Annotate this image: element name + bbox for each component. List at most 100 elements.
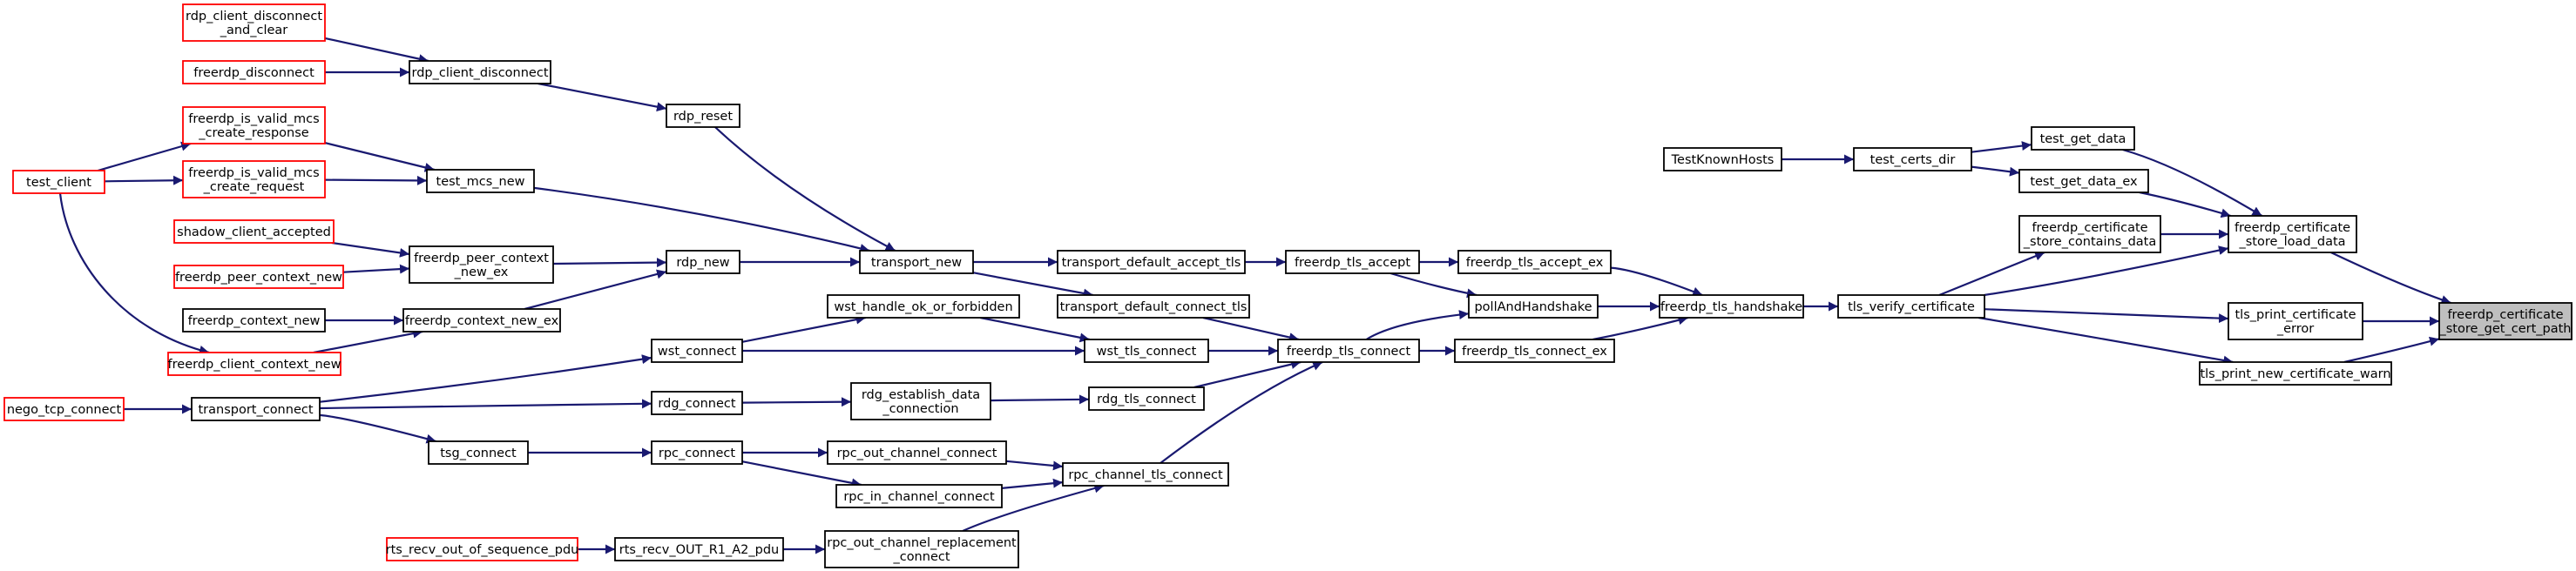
node-box-fdisc bbox=[182, 60, 326, 84]
node-TestKnownHosts[interactable]: TestKnownHosts bbox=[1663, 147, 1782, 171]
node-print_err[interactable]: tls_print_certificate_error bbox=[2228, 302, 2363, 340]
node-box-load_data bbox=[2228, 215, 2357, 253]
node-label-print_err-line-0: tls_print_certificate bbox=[2235, 308, 2356, 322]
node-test_certs_dir[interactable]: test_certs_dir bbox=[1853, 147, 1972, 171]
node-rpc_connect[interactable]: rpc_connect bbox=[651, 440, 743, 465]
node-shadow[interactable]: shadow_client_accepted bbox=[173, 219, 335, 244]
edge-load_data-to-root bbox=[2330, 252, 2451, 305]
node-test_get_data[interactable]: test_get_data bbox=[2031, 126, 2135, 151]
node-root[interactable]: freerdp_certificate_store_get_cert_path bbox=[2438, 302, 2573, 340]
edge-transport_new-to-tdc_tls bbox=[972, 272, 1093, 299]
node-load_data[interactable]: freerdp_certificate_store_load_data bbox=[2228, 215, 2357, 253]
edge-rdp_cd-to-rdp_reset bbox=[538, 82, 667, 112]
node-transport_connect[interactable]: transport_connect bbox=[191, 397, 321, 421]
node-wst_tls[interactable]: wst_tls_connect bbox=[1084, 339, 1209, 363]
node-label-accept_ex: freerdp_tls_accept_ex bbox=[1466, 256, 1604, 270]
node-poll[interactable]: pollAndHandshake bbox=[1468, 294, 1599, 319]
node-box-connect_ex bbox=[1454, 339, 1615, 363]
node-rts_oos[interactable]: rts_recv_out_of_sequence_pdu bbox=[386, 537, 579, 561]
node-label-tda_tls: transport_default_accept_tls bbox=[1062, 256, 1241, 270]
node-label-transport_connect: transport_connect bbox=[198, 403, 313, 417]
node-tls_accept[interactable]: freerdp_tls_accept bbox=[1285, 250, 1420, 274]
node-label-test_get_data_ex: test_get_data_ex bbox=[2030, 175, 2138, 189]
node-test_get_data_ex[interactable]: test_get_data_ex bbox=[2018, 169, 2149, 193]
node-rpc_tls[interactable]: rpc_channel_tls_connect bbox=[1062, 462, 1229, 487]
node-tls_connect[interactable]: freerdp_tls_connect bbox=[1277, 339, 1420, 363]
edge-transport_connect-to-tsg_connect bbox=[319, 413, 436, 444]
node-box-tls_accept bbox=[1285, 250, 1420, 274]
node-test_mcs_new[interactable]: test_mcs_new bbox=[426, 169, 535, 193]
node-label-transport_new: transport_new bbox=[871, 256, 962, 270]
node-label-wst_handle: wst_handle_ok_or_forbidden bbox=[834, 300, 1012, 314]
node-rpc_out_ch[interactable]: rpc_out_channel_connect bbox=[827, 440, 1007, 465]
node-wst_connect[interactable]: wst_connect bbox=[651, 339, 743, 363]
node-label-rpc_out_repl-line-0: rpc_out_channel_replacement bbox=[827, 536, 1017, 550]
node-verify[interactable]: tls_verify_certificate bbox=[1837, 294, 1985, 319]
node-rpc_out_repl[interactable]: rpc_out_channel_replacement_connect bbox=[824, 530, 1019, 568]
node-fdisc[interactable]: freerdp_disconnect bbox=[182, 60, 326, 84]
node-wst_handle[interactable]: wst_handle_ok_or_forbidden bbox=[827, 294, 1020, 319]
node-box-accept_ex bbox=[1457, 250, 1612, 274]
node-label-rpc_out_ch: rpc_out_channel_connect bbox=[837, 447, 997, 460]
edge-rpc_out_ch-to-rpc_tls bbox=[1005, 460, 1064, 471]
node-print_new[interactable]: tls_print_new_certificate_warn bbox=[2199, 361, 2392, 386]
edge-rdg_tls-to-tls_connect bbox=[1193, 359, 1302, 389]
node-label-handshake: freerdp_tls_handshake bbox=[1660, 300, 1802, 314]
node-transport_new[interactable]: transport_new bbox=[859, 250, 974, 274]
node-label-contains-line-1: _store_contains_data bbox=[2023, 235, 2156, 249]
edge-verify-to-load_data bbox=[1984, 245, 2229, 297]
node-label-rdp_new: rdp_new bbox=[676, 256, 729, 270]
node-test_client[interactable]: test_client bbox=[12, 170, 105, 194]
node-box-test_get_data_ex bbox=[2018, 169, 2149, 193]
node-rts_recv[interactable]: rts_recv_OUT_R1_A2_pdu bbox=[614, 537, 784, 561]
node-label-peer_ctx_ex-line-0: freerdp_peer_context bbox=[414, 252, 549, 265]
node-ctx_new_ex[interactable]: freerdp_context_new_ex bbox=[402, 308, 561, 333]
edge-valid_req-to-test_mcs_new bbox=[324, 175, 428, 185]
node-rdp_new[interactable]: rdp_new bbox=[666, 250, 740, 274]
node-label-root-line-1: _store_get_cert_path bbox=[2439, 322, 2572, 336]
node-box-valid_resp bbox=[182, 106, 326, 144]
edge-tls_accept-to-poll bbox=[1389, 272, 1477, 299]
node-label-wst_connect: wst_connect bbox=[658, 345, 736, 359]
node-peer_ctx_ex[interactable]: freerdp_peer_context_new_ex bbox=[409, 245, 554, 284]
node-tsg_connect[interactable]: tsg_connect bbox=[428, 440, 529, 465]
node-valid_req[interactable]: freerdp_is_valid_mcs_create_request bbox=[182, 160, 326, 198]
node-rdp_cdc[interactable]: rdp_client_disconnect_and_clear bbox=[182, 3, 326, 42]
node-rdg_establish[interactable]: rdg_establish_data_connection bbox=[850, 382, 991, 420]
edge-print_new-to-root bbox=[2343, 336, 2440, 364]
edge-tdc_tls-to-tls_connect bbox=[1202, 316, 1300, 342]
node-client_ctx_new[interactable]: freerdp_client_context_new bbox=[167, 352, 341, 376]
node-box-peer_ctx_ex bbox=[409, 245, 554, 284]
node-label-peer_ctx_new: freerdp_peer_context_new bbox=[175, 271, 342, 285]
node-contains[interactable]: freerdp_certificate_store_contains_data bbox=[2018, 215, 2161, 253]
node-accept_ex[interactable]: freerdp_tls_accept_ex bbox=[1457, 250, 1612, 274]
node-rdg_tls[interactable]: rdg_tls_connect bbox=[1088, 386, 1205, 411]
node-ctx_new[interactable]: freerdp_context_new bbox=[182, 308, 326, 333]
node-box-poll bbox=[1468, 294, 1599, 319]
node-rdp_cd[interactable]: rdp_client_disconnect bbox=[409, 60, 551, 84]
edge-test_certs_dir-to-test_get_data bbox=[1971, 141, 2032, 153]
node-box-tsg_connect bbox=[428, 440, 529, 465]
node-rpc_in_ch[interactable]: rpc_in_channel_connect bbox=[835, 484, 1003, 508]
node-rdg_connect[interactable]: rdg_connect bbox=[651, 391, 743, 415]
node-rdp_reset[interactable]: rdp_reset bbox=[666, 104, 740, 128]
node-label-ctx_new_ex: freerdp_context_new_ex bbox=[405, 314, 559, 328]
node-box-rpc_tls bbox=[1062, 462, 1229, 487]
node-box-peer_ctx_new bbox=[173, 265, 344, 289]
node-label-tls_connect: freerdp_tls_connect bbox=[1287, 345, 1411, 359]
node-box-rts_recv bbox=[614, 537, 784, 561]
node-tdc_tls[interactable]: transport_default_connect_tls bbox=[1057, 294, 1250, 319]
node-box-root bbox=[2438, 302, 2573, 340]
node-box-rpc_in_ch bbox=[835, 484, 1003, 508]
node-tda_tls[interactable]: transport_default_accept_tls bbox=[1057, 250, 1246, 274]
node-nego[interactable]: nego_tcp_connect bbox=[3, 397, 125, 421]
node-box-tdc_tls bbox=[1057, 294, 1250, 319]
node-handshake[interactable]: freerdp_tls_handshake bbox=[1659, 294, 1804, 319]
edge-valid_resp-to-test_mcs_new bbox=[324, 142, 435, 172]
node-box-nego bbox=[3, 397, 125, 421]
node-label-valid_req-line-0: freerdp_is_valid_mcs bbox=[188, 166, 319, 180]
node-valid_resp[interactable]: freerdp_is_valid_mcs_create_response bbox=[182, 106, 326, 144]
node-connect_ex[interactable]: freerdp_tls_connect_ex bbox=[1454, 339, 1615, 363]
node-peer_ctx_new[interactable]: freerdp_peer_context_new bbox=[173, 265, 344, 289]
node-label-print_new: tls_print_new_certificate_warn bbox=[2200, 367, 2390, 381]
